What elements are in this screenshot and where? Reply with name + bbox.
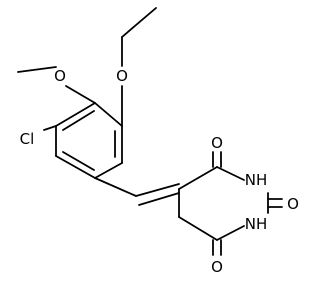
carbonyl-bonds xyxy=(212,151,283,256)
methylidene-linkage xyxy=(94,177,180,206)
benzene-ring xyxy=(55,102,123,179)
chlorine-label: Cl xyxy=(20,130,35,148)
methoxy-oxygen-label: O xyxy=(54,67,66,85)
bond xyxy=(135,183,180,197)
bond xyxy=(216,166,245,181)
bottom-carbonyl-oxygen-label: O xyxy=(211,258,223,276)
right-carbonyl-oxygen-label: O xyxy=(287,195,299,213)
bond xyxy=(55,155,96,179)
bond xyxy=(216,225,245,241)
bond xyxy=(178,216,218,241)
bond xyxy=(17,66,57,73)
bond xyxy=(94,177,137,197)
pyrimidinetrione-ring xyxy=(178,166,269,241)
bond xyxy=(94,162,123,179)
bond xyxy=(55,102,96,127)
top-carbonyl-oxygen-label: O xyxy=(211,134,223,152)
ethoxy-oxygen-label: O xyxy=(116,67,128,85)
bottom-nitrogen-label: NH xyxy=(245,215,268,233)
bond xyxy=(138,192,180,206)
methoxy-group xyxy=(17,66,96,104)
bond xyxy=(94,102,123,127)
ethoxy-group xyxy=(121,7,157,127)
bond xyxy=(178,166,218,190)
aromatic-double-bond xyxy=(62,151,95,171)
chemical-structure-diagram: Cl O O O O O NH NH xyxy=(17,7,299,276)
bond xyxy=(65,85,96,104)
aromatic-double-bond xyxy=(62,110,95,131)
top-nitrogen-label: NH xyxy=(245,171,268,189)
bond xyxy=(43,125,57,131)
bond xyxy=(121,7,157,38)
